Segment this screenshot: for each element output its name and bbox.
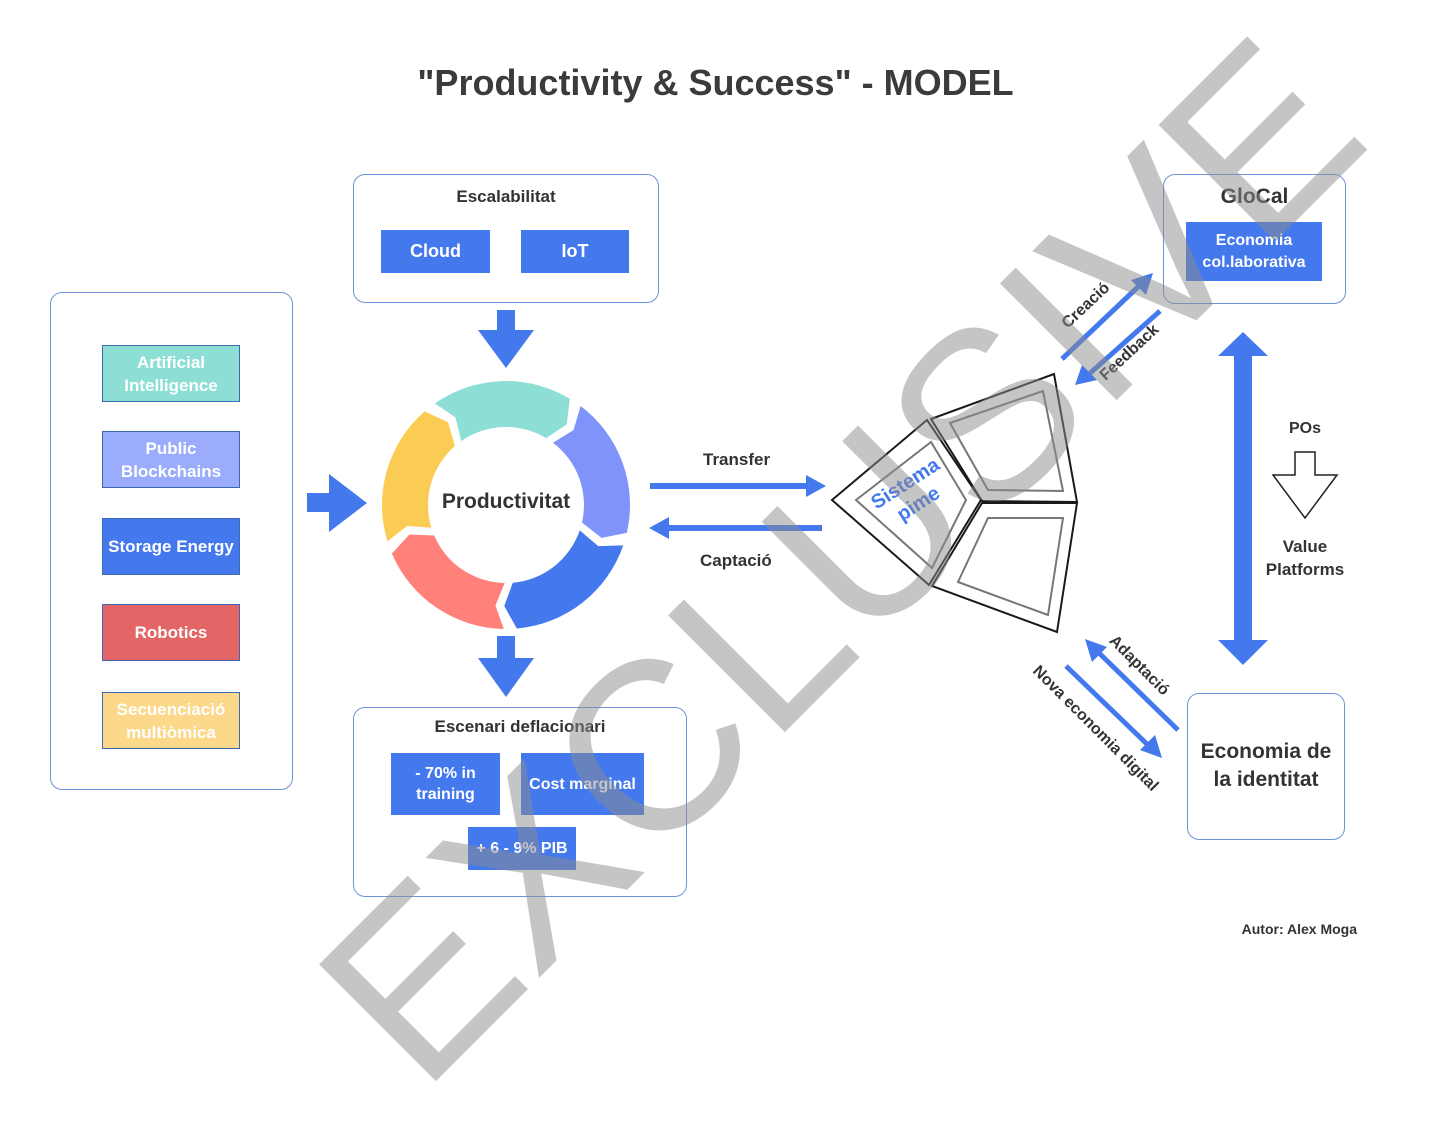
transfer-arrow (650, 475, 826, 497)
scalability-down-arrow (478, 310, 534, 368)
feedback-arrow (1075, 309, 1162, 385)
pos-label: POs (1289, 420, 1322, 437)
transfer-label: Transfer (703, 450, 771, 469)
scalability-title: Escalabilitat (456, 187, 556, 206)
training-box[interactable]: - 70% in training (391, 753, 500, 815)
digital-economy-arrow (1064, 664, 1162, 758)
tech-robotics-box[interactable]: Robotics (102, 604, 240, 661)
productivity-ring (382, 380, 630, 629)
creation-arrow (1060, 273, 1153, 361)
pib-box[interactable]: + 6 - 9% PIB (468, 827, 576, 870)
identity-economy-panel (1187, 693, 1345, 840)
pos-down-arrow (1271, 451, 1339, 520)
sme-inner-shapes (854, 389, 1065, 617)
collaborative-economy-box[interactable]: Economia col.laborativa (1186, 222, 1322, 281)
glocal-title: GloCal (1220, 185, 1289, 208)
iot-box[interactable]: IoT (521, 230, 629, 273)
cloud-box[interactable]: Cloud (381, 230, 490, 273)
page-title: "Productivity & Success" - MODEL (417, 62, 1014, 103)
ring-segment-blue (504, 530, 624, 629)
tech-multiomics-box[interactable]: Secuenciació multiòmica (102, 692, 240, 749)
author-credit: Autor: Alex Moga (1241, 921, 1357, 937)
capture-arrow (649, 517, 822, 539)
deflation-title: Escenari deflacionari (434, 717, 606, 736)
adaptation-arrow (1085, 639, 1180, 732)
productivity-label: Productivitat (441, 490, 571, 513)
tech-storage-box[interactable]: Storage Energy (102, 518, 240, 575)
identity-economy-label: Economia de la identitat (1200, 740, 1332, 791)
value-platforms-label: Value Platforms (1265, 537, 1345, 579)
ring-segment-salmon (391, 534, 505, 629)
ring-segment-yellow (382, 411, 455, 542)
deflation-down-arrow (478, 636, 534, 697)
capture-label: Captació (700, 551, 772, 570)
technologies-right-arrow (307, 474, 367, 532)
diagram-graphics (307, 273, 1339, 758)
tech-blockchain-box[interactable]: Public Blockchains (102, 431, 240, 488)
ring-segment-teal (434, 380, 570, 442)
cost-marginal-box[interactable]: Cost marginal (521, 753, 644, 815)
value-double-arrow (1218, 332, 1268, 665)
ring-segment-periwinkle (552, 405, 630, 538)
tech-ai-box[interactable]: Artificial Intelligence (102, 345, 240, 402)
